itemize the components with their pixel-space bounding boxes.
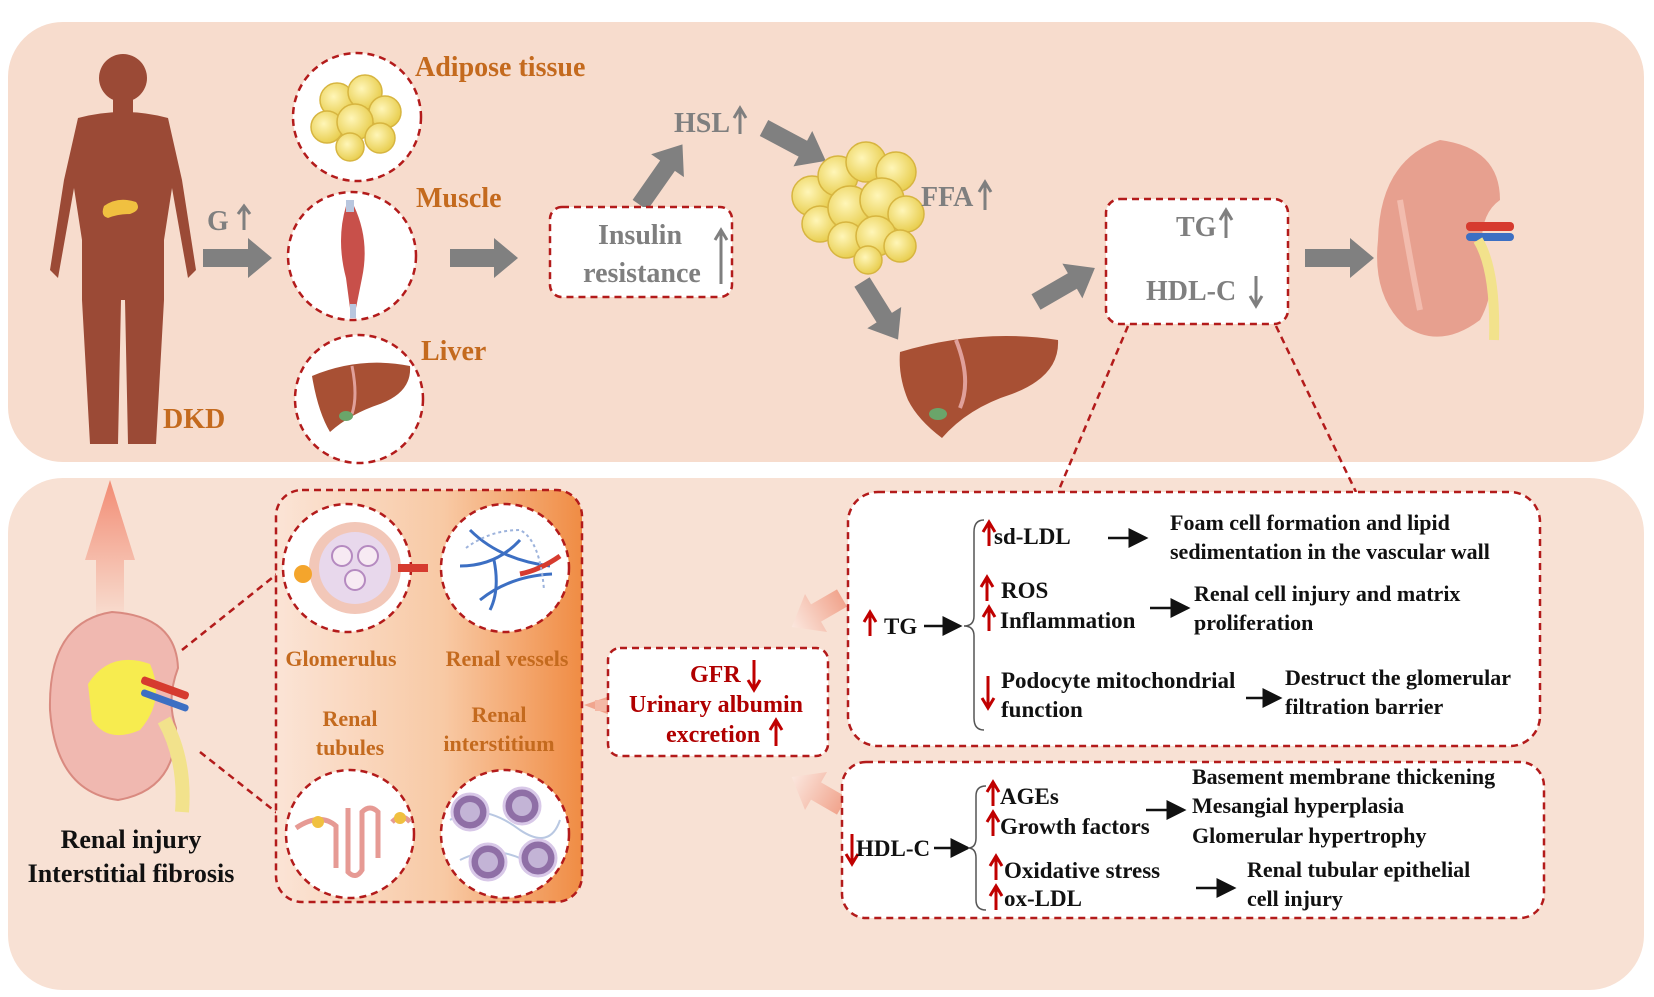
glomerulus-icon bbox=[281, 502, 428, 634]
ffa-label: FFA bbox=[921, 182, 974, 213]
hdlc-detail-box bbox=[840, 760, 1546, 920]
human-body-icon bbox=[50, 54, 196, 444]
insulin-up-arrow bbox=[713, 227, 729, 284]
glomerular-hypertrophy-label: Glomerular hypertrophy bbox=[1192, 823, 1426, 848]
muscle-icon bbox=[286, 190, 418, 322]
hdlc-down-arrow bbox=[1248, 276, 1264, 309]
liver-large-icon bbox=[899, 336, 1059, 438]
arrow-g-to-tissues bbox=[203, 238, 272, 278]
ros-label: ROS bbox=[1001, 578, 1048, 603]
hdlc-label: HDL-C bbox=[1146, 276, 1236, 307]
hdlc-root-down-arrow bbox=[844, 834, 860, 867]
foam-line2: sedimentation in the vascular wall bbox=[1170, 539, 1490, 564]
tg-up-arrow bbox=[1218, 207, 1234, 238]
adipose-label: Adipose tissue bbox=[415, 52, 585, 83]
inflammation-up-arrow bbox=[981, 604, 997, 631]
gfr-line3: excretion bbox=[666, 722, 760, 748]
ages-up-arrow bbox=[985, 779, 1001, 806]
arrow-tg-to-gfr bbox=[791, 589, 847, 633]
renal-vessels-icon bbox=[439, 502, 571, 634]
dkd-label: DKD bbox=[163, 404, 225, 435]
tg-brace bbox=[963, 519, 985, 731]
insulin-line1: Insulin bbox=[598, 220, 682, 251]
tubular-line1: Renal tubular epithelial bbox=[1247, 857, 1470, 882]
oxldl-label: ox-LDL bbox=[1004, 886, 1082, 911]
glucose-up-arrow bbox=[236, 203, 252, 230]
mesangial-label: Mesangial hyperplasia bbox=[1192, 793, 1404, 818]
connector-left bbox=[1056, 325, 1130, 493]
foam-line1: Foam cell formation and lipid bbox=[1170, 510, 1450, 535]
adipose-tissue-icon bbox=[291, 51, 423, 183]
oxidative-up-arrow bbox=[988, 853, 1004, 880]
injury-line2: proliferation bbox=[1194, 610, 1313, 635]
liver-label: Liver bbox=[421, 336, 486, 367]
renal-interstitium-label-1: Renal bbox=[472, 702, 527, 727]
gfr-down-arrow bbox=[746, 660, 762, 693]
oxldl-up-arrow bbox=[988, 883, 1004, 910]
glucose-label: G bbox=[207, 206, 229, 237]
ages-label: AGEs bbox=[1000, 784, 1059, 809]
tg-root-up-arrow bbox=[862, 609, 878, 636]
outcome-line2: Interstitial fibrosis bbox=[28, 859, 235, 888]
podocyte-down-arrow bbox=[980, 676, 996, 711]
tg-label: TG bbox=[1176, 212, 1217, 243]
arrow-hsl-to-ffa bbox=[759, 120, 826, 167]
arrow-insulin-to-hsl bbox=[632, 144, 684, 211]
sdldl-up-arrow bbox=[981, 519, 997, 546]
connector-right bbox=[1274, 325, 1358, 493]
kidney-cross-section-icon bbox=[48, 610, 190, 813]
excretion-up-arrow bbox=[768, 717, 784, 746]
up-arrow-to-dkd bbox=[85, 480, 135, 620]
renal-interstitium-icon bbox=[439, 768, 571, 900]
insulin-resistance-box bbox=[548, 205, 734, 299]
injury-line1: Renal cell injury and matrix bbox=[1194, 581, 1460, 606]
renal-tubules-icon bbox=[284, 768, 416, 900]
gfr-line2: Urinary albumin bbox=[629, 692, 803, 718]
hdlc-root-label: HDL-C bbox=[856, 836, 930, 861]
arrow-tissues-to-insulin bbox=[450, 238, 518, 278]
hsl-label: HSL bbox=[674, 108, 730, 139]
gfr-box bbox=[606, 646, 830, 758]
hsl-up-arrow bbox=[732, 105, 748, 134]
gfr-label: GFR bbox=[690, 662, 741, 688]
liver-small-icon bbox=[293, 333, 425, 465]
destruct-line2: filtration barrier bbox=[1285, 694, 1443, 719]
oxidative-label: Oxidative stress bbox=[1004, 858, 1160, 883]
ffa-up-arrow bbox=[977, 179, 993, 210]
inflammation-label: Inflammation bbox=[1000, 608, 1136, 633]
tg-detail-box bbox=[846, 490, 1542, 748]
kidney-to-tissue-connector-top bbox=[181, 569, 283, 651]
kidney-icon bbox=[1377, 140, 1514, 341]
lipid-box bbox=[1104, 197, 1290, 326]
renal-vessels-label: Renal vessels bbox=[446, 646, 569, 671]
free-fatty-acid-icon bbox=[791, 141, 925, 275]
arrow-hdl-to-gfr bbox=[791, 771, 847, 815]
podocyte-line2: function bbox=[1001, 697, 1083, 722]
hdlc-brace bbox=[967, 785, 987, 911]
ros-up-arrow bbox=[979, 574, 995, 601]
arrow-tg-to-kidney bbox=[1305, 238, 1374, 278]
glomerulus-label: Glomerulus bbox=[285, 646, 397, 671]
arrow-ffa-to-liver bbox=[854, 277, 902, 340]
outcome-line1: Renal injury bbox=[61, 825, 202, 854]
destruct-line1: Destruct the glomerular bbox=[1285, 665, 1511, 690]
tubular-line2: cell injury bbox=[1247, 886, 1343, 911]
tg-root-label: TG bbox=[884, 614, 917, 639]
podocyte-line1: Podocyte mitochondrial bbox=[1001, 668, 1235, 693]
sdldl-label: sd-LDL bbox=[994, 524, 1071, 549]
arrow-liver-to-lipids bbox=[1031, 263, 1095, 310]
kidney-to-tissue-connector-bottom bbox=[199, 751, 287, 821]
renal-interstitium-label-2: interstitium bbox=[443, 731, 554, 756]
renal-tubules-label-2: tubules bbox=[316, 735, 385, 760]
bm-label: Basement membrane thickening bbox=[1192, 764, 1495, 789]
muscle-label: Muscle bbox=[416, 183, 502, 214]
insulin-line2: resistance bbox=[583, 258, 701, 289]
growth-up-arrow bbox=[985, 809, 1001, 836]
renal-tubules-label-1: Renal bbox=[323, 706, 378, 731]
growth-label: Growth factors bbox=[1000, 814, 1150, 839]
